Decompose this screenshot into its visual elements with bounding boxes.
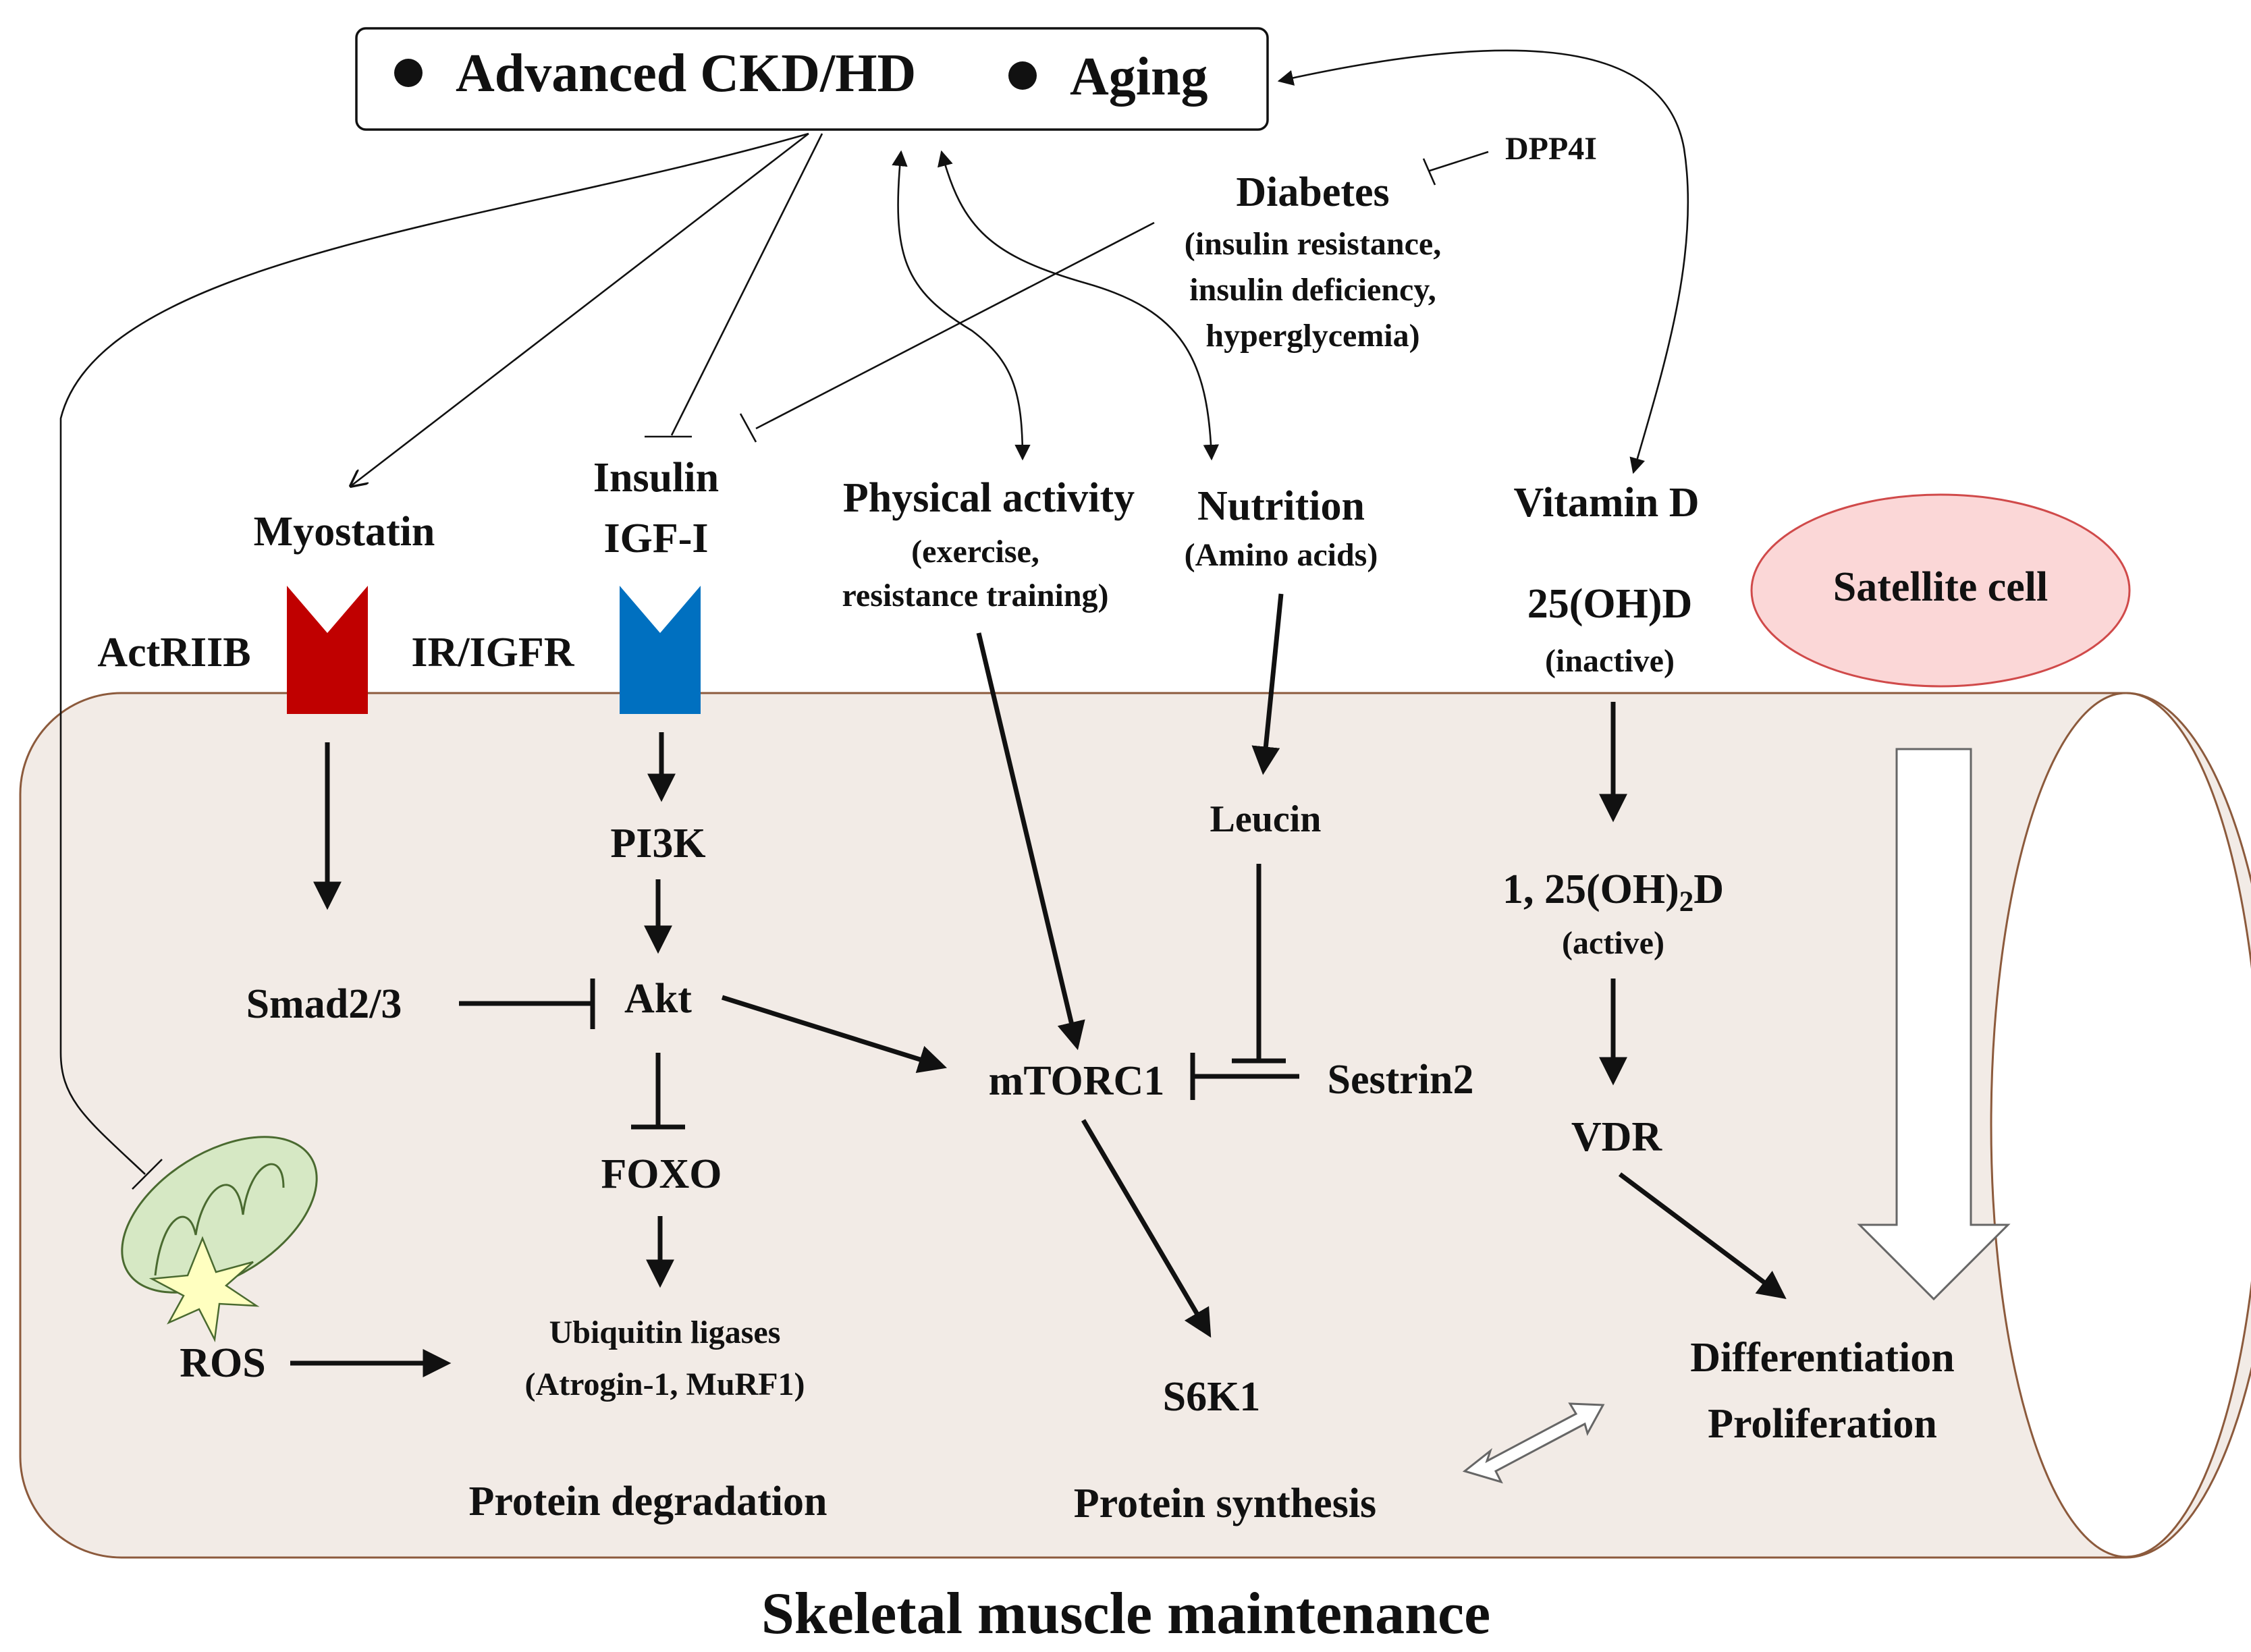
leucin-label: Leucin [1210,798,1322,840]
inhibit-from-diabetes [755,221,1155,430]
vitamin-d-inactive-note: (inactive) [1545,643,1675,679]
satellite-cell-icon [1750,493,2131,688]
vdr-label: VDR [1571,1114,1663,1160]
bidir-vitamin-d [1277,49,1689,474]
physical-line2: resistance training) [842,578,1108,613]
s6k1-label: S6K1 [1163,1374,1261,1420]
diabetes-title: Diabetes [1236,169,1389,215]
irigfr-label: IR/IGFR [411,630,574,676]
insulin-label: Insulin [593,455,719,501]
muscle-fiber [19,692,2251,1559]
muscle-body [19,692,2251,1559]
diabetes-line2: insulin deficiency, [1189,272,1436,308]
myostatin-label: Myostatin [254,509,435,555]
header-box: Advanced CKD/HD Aging [355,27,1269,131]
diagram-title: Skeletal muscle maintenance [761,1581,1490,1647]
actriib-label: ActRIIB [97,630,250,676]
double-open-arrow [1462,1402,1605,1484]
smad-label: Smad2/3 [246,981,402,1027]
vitamin-d-title: Vitamin D [1514,480,1700,526]
dpp4i-label: DPP4I [1505,131,1597,167]
ros-burst-icon [148,1236,260,1343]
igf-label: IGF-I [604,516,709,561]
ros-label: ROS [180,1340,265,1386]
protein-degradation-label: Protein degradation [469,1479,828,1524]
satellite-down-arrow [1857,748,2011,1301]
foxo-label: FOXO [601,1151,722,1197]
bullet-icon [1008,61,1037,90]
vitamin-d-active: 1, 25(OH)2D [1502,866,1724,918]
satellite-cell-label: Satellite cell [1833,564,2048,610]
inhibit-mitochondria [59,132,809,1175]
bullet-icon [394,59,423,87]
irigfr-receptor-icon [620,586,701,714]
pi3k-label: PI3K [610,821,705,866]
akt-label: Akt [624,976,692,1022]
mitochondrion-icon [121,1136,318,1343]
ubiquitin-sub-label: (Atrogin-1, MuRF1) [524,1367,805,1402]
nutrition-line1: (Amino acids) [1185,537,1378,573]
nutrition-title: Nutrition [1197,483,1365,529]
muscle-end [1990,692,2251,1558]
protein-synthesis-label: Protein synthesis [1074,1481,1376,1526]
diabetes-block: Diabetes (insulin resistance, insulin de… [1185,169,1441,354]
actriib-receptor-icon [287,586,368,714]
diabetes-line3: hyperglycemia) [1205,318,1419,354]
sestrin-label: Sestrin2 [1328,1057,1474,1103]
bidir-nutrition [938,150,1219,461]
proliferation-label: Proliferation [1708,1401,1937,1447]
diabetes-line1: (insulin resistance, [1185,226,1441,262]
vitamin-d-active-note: (active) [1562,925,1664,961]
ubiquitin-label: Ubiquitin ligases [549,1315,781,1350]
physical-title: Physical activity [843,475,1135,521]
arrow-to-myostatin [351,132,809,486]
header-aging: Aging [1070,47,1208,107]
vitamin-d-inactive: 25(OH)D [1527,581,1693,627]
inhibit-insulin [670,133,823,436]
bidir-physical [892,150,1031,461]
mtorc1-label: mTORC1 [989,1058,1165,1104]
header-ckd: Advanced CKD/HD [456,44,916,103]
physical-line1: (exercise, [911,534,1039,570]
differentiation-label: Differentiation [1690,1335,1954,1381]
